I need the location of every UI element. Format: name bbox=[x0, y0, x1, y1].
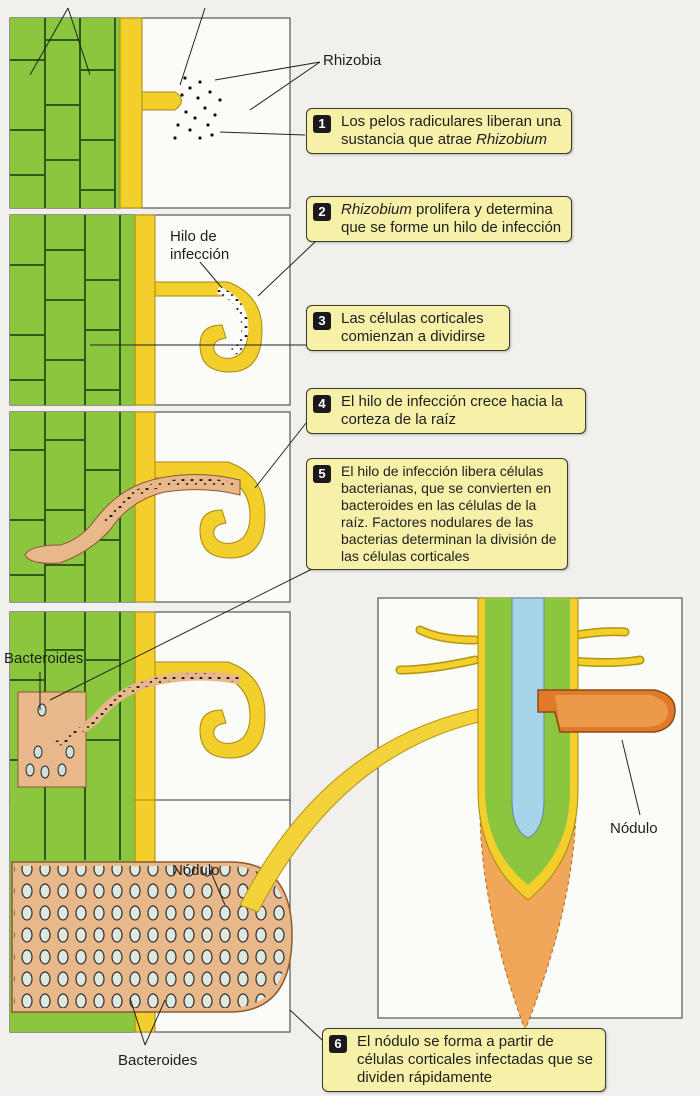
epidermis bbox=[120, 18, 142, 208]
step-1-callout: 1 Los pelos radiculares liberan una sust… bbox=[306, 108, 572, 154]
cortex-cells bbox=[10, 18, 120, 208]
step-5-callout: 5 El hilo de infección libera células ba… bbox=[306, 458, 568, 570]
rhizobia-label: Rhizobia bbox=[323, 52, 381, 70]
step-4-number: 4 bbox=[313, 395, 331, 413]
bacteroides-top-label: Bacteroides bbox=[4, 650, 83, 668]
root-hair bbox=[142, 92, 182, 110]
step-2-callout: 2 Rhizobium prolifera y determina que se… bbox=[306, 196, 572, 242]
nodulo-panel-label: Nódulo bbox=[172, 862, 220, 880]
step-6-callout: 6 El nódulo se forma a partir de células… bbox=[322, 1028, 606, 1092]
step-3-callout: 3 Las células corticales comienzan a div… bbox=[306, 305, 510, 351]
hilo-label: Hilo de infección bbox=[170, 228, 229, 264]
nodulo-right-label: Nódulo bbox=[610, 820, 658, 838]
step-5-text: El hilo de infección libera células bact… bbox=[341, 463, 557, 564]
step-2-italic: Rhizobium bbox=[341, 201, 412, 218]
step-4-callout: 4 El hilo de infección crece hacia la co… bbox=[306, 388, 586, 434]
step-2-number: 2 bbox=[313, 203, 331, 221]
vascular-cylinder bbox=[512, 598, 544, 838]
step-6-text: El nódulo se forma a partir de células c… bbox=[357, 1033, 593, 1086]
step-1-number: 1 bbox=[313, 115, 331, 133]
step-3-number: 3 bbox=[313, 312, 331, 330]
bacteroides-bottom-label: Bacteroides bbox=[118, 1052, 197, 1070]
step-1-italic: Rhizobium bbox=[476, 131, 547, 148]
step-4-text: El hilo de infección crece hacia la cort… bbox=[341, 393, 563, 428]
hilo-line-1: Hilo de bbox=[170, 228, 229, 246]
step-3-text: Las células corticales comienzan a divid… bbox=[341, 310, 485, 345]
hilo-line-2: infección bbox=[170, 246, 229, 264]
step-5-number: 5 bbox=[313, 465, 331, 483]
step-6-number: 6 bbox=[329, 1035, 347, 1053]
